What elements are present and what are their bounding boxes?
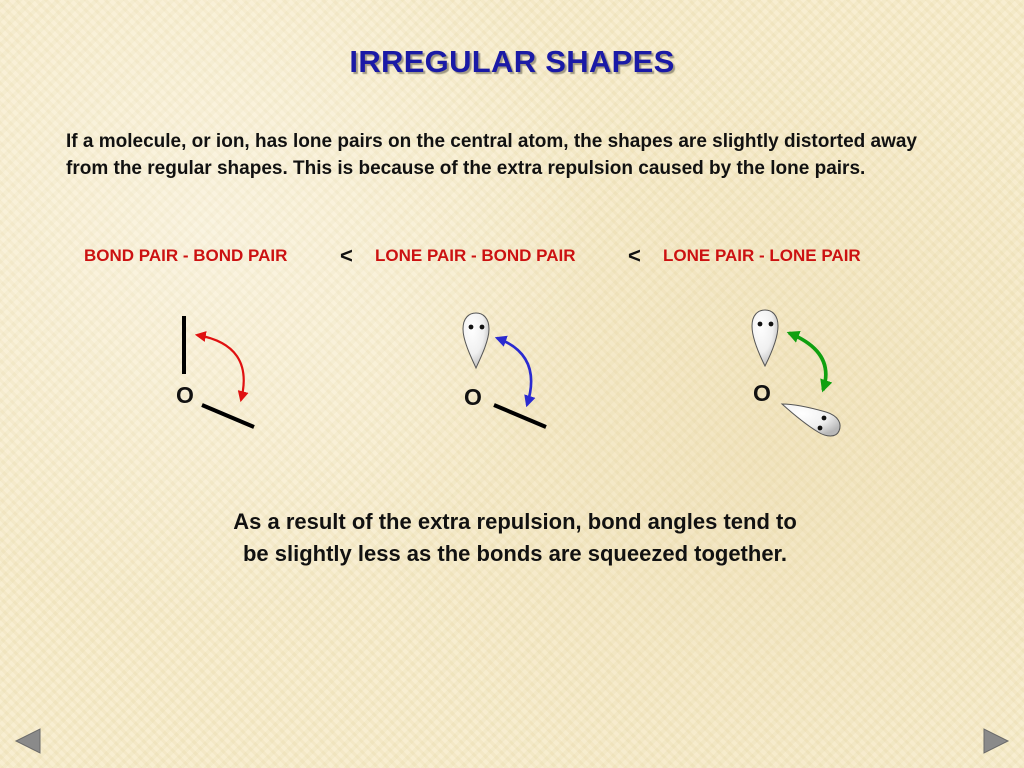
repulsion-order: BOND PAIR - BOND PAIR < LONE PAIR - BOND…: [0, 243, 1024, 270]
electron-dot: [821, 415, 827, 421]
conclusion-line-1: As a result of the extra repulsion, bond…: [233, 509, 797, 534]
triangle-right-icon: [983, 728, 1010, 754]
oxygen-atom-right: O: [753, 380, 771, 406]
next-slide-button[interactable]: [982, 728, 1010, 754]
bond-bond-diagram: O: [176, 316, 255, 429]
lone-lone-label: LONE PAIR - LONE PAIR: [663, 246, 861, 265]
repulsion-arrow-green: [786, 330, 833, 393]
less-than-sign-1: <: [340, 243, 353, 268]
repulsion-arrow-red: [194, 331, 249, 403]
oxygen-atom-left: O: [176, 382, 194, 408]
intro-paragraph: If a molecule, or ion, has lone pairs on…: [66, 131, 918, 179]
conclusion-text: As a result of the extra repulsion, bond…: [0, 506, 1024, 570]
lone-pair-lobe-upper: [751, 309, 779, 368]
electron-dot: [757, 321, 763, 327]
lone-lone-diagram: O: [751, 309, 841, 437]
slide-title: IRREGULAR SHAPES: [349, 44, 675, 79]
conclusion-line-2: be slightly less as the bonds are squeez…: [242, 541, 788, 566]
bond-bond-label: BOND PAIR - BOND PAIR: [84, 246, 288, 265]
electron-dot: [479, 324, 485, 330]
electron-dot: [817, 425, 823, 431]
less-than-sign-2: <: [628, 243, 641, 268]
lone-pair-lobe: [462, 312, 490, 370]
triangle-left-icon: [14, 728, 41, 754]
electron-dot: [768, 321, 774, 327]
repulsion-arrow-blue: [494, 335, 536, 408]
bond-line-diagonal: [201, 403, 255, 429]
bond-line-diagonal: [493, 403, 547, 429]
previous-slide-button[interactable]: [14, 728, 42, 754]
oxygen-atom-middle: O: [464, 384, 482, 410]
lone-pair-lobe-lower: [780, 403, 841, 437]
lone-bond-diagram: O: [462, 312, 547, 429]
electron-dot: [468, 324, 474, 330]
lone-bond-label: LONE PAIR - BOND PAIR: [375, 246, 576, 265]
